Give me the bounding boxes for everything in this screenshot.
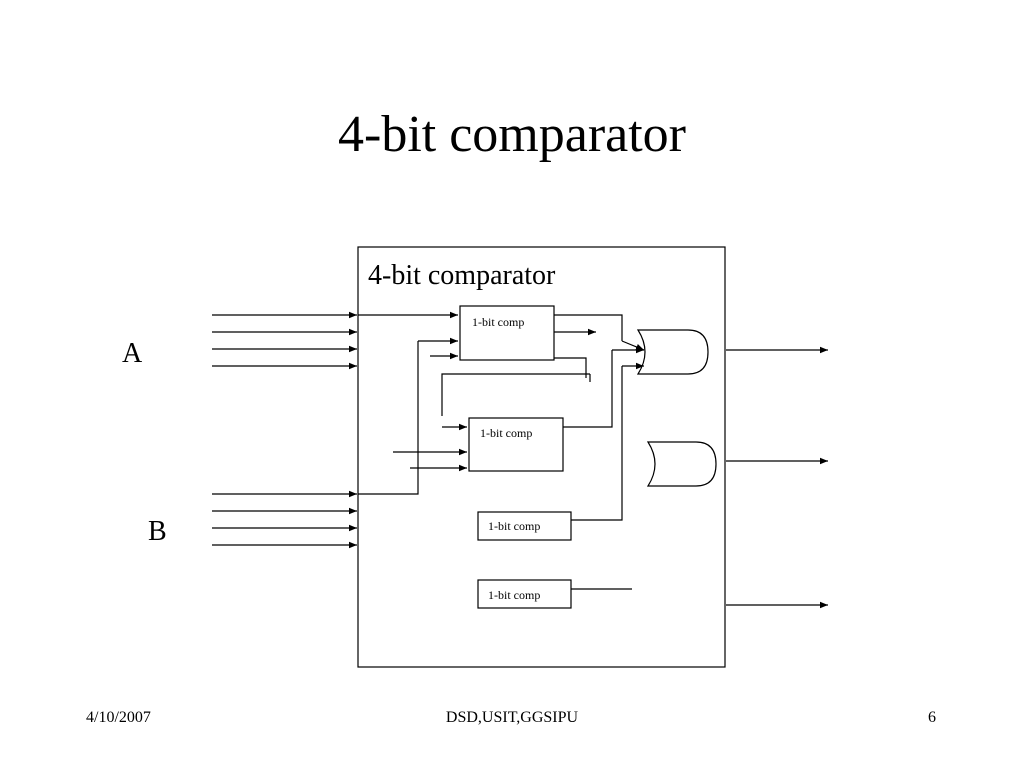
input-a-lines xyxy=(212,311,357,370)
comparator-outer-box xyxy=(357,246,726,668)
output-lines xyxy=(726,346,828,609)
slide-title: 4-bit comparator xyxy=(338,106,686,163)
one-bit-comp-label-4: 1-bit comp xyxy=(488,588,540,602)
one-bit-comp-box-4 xyxy=(477,579,572,609)
one-bit-comp-label-1: 1-bit comp xyxy=(472,315,524,329)
input-b-lines xyxy=(212,490,357,549)
one-bit-comp-label-3: 1-bit comp xyxy=(488,519,540,533)
footer-page-number: 6 xyxy=(928,709,936,726)
one-bit-comp-box-3 xyxy=(477,511,572,541)
footer-center-text: DSD,USIT,GGSIPU xyxy=(445,709,579,726)
one-bit-comp-box-1 xyxy=(459,305,555,361)
or-gate-2 xyxy=(646,441,717,487)
one-bit-comp-label-2: 1-bit comp xyxy=(480,426,532,440)
or-gate-1 xyxy=(636,329,709,375)
footer-date: 4/10/2007 xyxy=(86,709,151,726)
comparator-box-label: 4-bit comparator xyxy=(368,260,556,291)
input-b-label: B xyxy=(148,516,167,547)
input-a-label: A xyxy=(122,338,143,369)
one-bit-comp-box-2 xyxy=(468,417,564,472)
internal-wiring xyxy=(358,311,645,590)
